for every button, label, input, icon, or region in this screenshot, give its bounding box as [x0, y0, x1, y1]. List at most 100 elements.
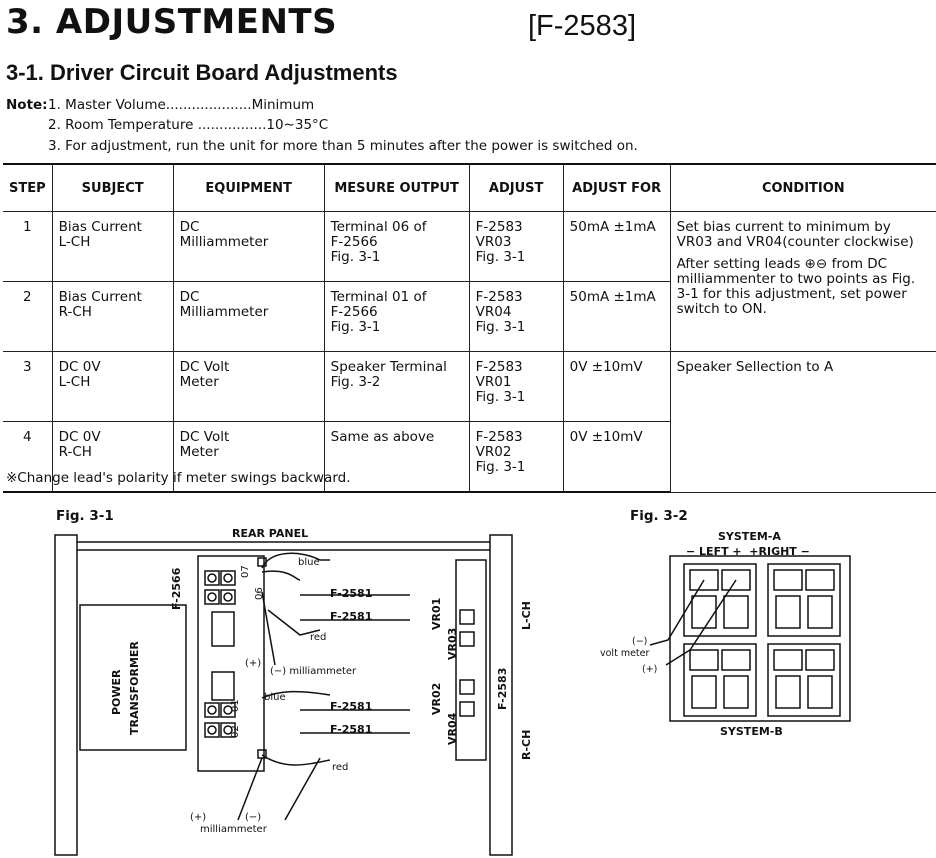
cell-text: F-2566 [330, 234, 378, 250]
cell-text: R-CH [58, 444, 92, 460]
cell-text: Fig. 3-1 [475, 389, 526, 405]
figure-label: Fig. 3-2 [630, 508, 688, 524]
cell-text: Meter [179, 444, 219, 460]
cell-text: Fig. 3-1 [330, 319, 381, 335]
board-label: F-2566 [170, 567, 183, 610]
board-label: F-2581 [330, 610, 372, 623]
wire-label: blue [264, 692, 286, 703]
cell-text: VR04 [475, 304, 512, 320]
polarity-label: (+) [245, 658, 261, 669]
cell-text: VR03 [475, 234, 512, 250]
step-cell: 1 [3, 211, 53, 282]
meter-label: volt meter [600, 648, 649, 659]
cell-text: L-CH [58, 374, 91, 390]
system-a-label: SYSTEM-A [718, 530, 781, 543]
power-transformer [79, 604, 187, 751]
cell-text: DC [179, 219, 200, 235]
terminal-label: 02 [230, 725, 241, 738]
wire-label: blue [298, 557, 320, 568]
wire-red [261, 754, 331, 766]
board-label: F-2581 [330, 723, 372, 736]
note-label: Note: [6, 97, 48, 113]
chassis-left-wall [54, 534, 78, 856]
adjust-for-cell: 0V ±10mV [562, 421, 671, 493]
condition-cell: Speaker Sellection to A [669, 351, 936, 493]
cell-text: Terminal 01 of [330, 289, 427, 305]
cell-text: Meter [179, 374, 219, 390]
column-header: ADJUST FOR [562, 163, 671, 212]
model-code: [F-2583] [528, 10, 636, 42]
section-title: 3-1. Driver Circuit Board Adjustments [6, 60, 398, 85]
fig-3-2-diagram: SYSTEM-A − LEFT + +RIGHT − SYSTEM-B (−) … [600, 530, 851, 738]
condition-cell: Set bias current to minimum by VR03 and … [669, 211, 936, 352]
table-header-row: STEP SUBJECT EQUIPMENT MESURE OUTPUT ADJ… [3, 163, 936, 212]
chassis-right-wall [489, 534, 513, 856]
polarity-label: (+) [190, 812, 206, 823]
cell-text: DC [179, 289, 200, 305]
transformer-label: POWER [110, 669, 123, 715]
terminal-label: 06 [254, 587, 265, 600]
column-header: EQUIPMENT [172, 163, 325, 212]
speaker-terminal-panel [669, 555, 851, 722]
cell-text: Fig. 3-1 [475, 319, 526, 335]
condition-text: Set bias current to minimum by VR03 and … [676, 219, 914, 250]
polarity-label: (−) [632, 636, 647, 647]
footnote: ※Change lead's polarity if meter swings … [6, 470, 351, 486]
board-label: F-2581 [330, 587, 372, 600]
cell-text: F-2583 [475, 429, 523, 445]
vr-label: VR04 [446, 712, 459, 745]
channel-polarity-label: − LEFT + +RIGHT − [686, 545, 810, 558]
polarity-label: (−) [245, 812, 261, 823]
lead-plus [237, 757, 263, 821]
adjustment-table: STEP SUBJECT EQUIPMENT MESURE OUTPUT ADJ… [3, 163, 936, 493]
lead-minus [284, 757, 321, 821]
vr-label: VR03 [446, 628, 459, 660]
cell-text: VR01 [475, 374, 512, 390]
board-f2566 [197, 555, 265, 772]
cell-text: DC Volt [179, 359, 230, 375]
condition-text: After setting leads ⊕⊖ from DC milliamme… [676, 256, 916, 317]
cell-text: F-2583 [475, 219, 523, 235]
cell-text: Bias Current [58, 219, 142, 235]
figure-label: Fig. 3-1 [56, 508, 114, 524]
wire-blue [261, 552, 330, 569]
terminal-label: 07 [240, 565, 251, 578]
transformer-label: TRANSFORMER [128, 641, 141, 735]
cell-text: Fig. 3-1 [475, 249, 526, 265]
terminal-group-a [683, 563, 841, 637]
cell-text: Bias Current [58, 289, 142, 305]
system-b-label: SYSTEM-B [720, 725, 783, 738]
channel-label: L-CH [520, 601, 533, 630]
meter-label: milliammeter [200, 824, 268, 835]
board-f2583 [455, 559, 487, 761]
probe-plus [665, 579, 737, 666]
channel-label: R-CH [520, 730, 533, 760]
cell-text: Fig. 3-2 [330, 374, 381, 390]
terminal-label: 01 [230, 699, 241, 712]
step-cell: 4 [3, 421, 53, 493]
cell-text: Fig. 3-1 [475, 459, 526, 475]
note-item: 2. Room Temperature ................10∼3… [48, 117, 329, 133]
cell-text: DC 0V [58, 359, 101, 375]
cell-text: Milliammeter [179, 234, 269, 250]
cell-text: Fig. 3-1 [330, 249, 381, 265]
cell-text: Same as above [330, 429, 435, 445]
wire-blue [261, 690, 331, 699]
column-header: MESURE OUTPUT [323, 163, 470, 212]
cell-text: R-CH [58, 304, 92, 320]
terminal-group-b [683, 643, 841, 717]
wire-label: red [332, 762, 348, 773]
condition-text: Speaker Sellection to A [676, 359, 834, 375]
vr-label: VR02 [430, 683, 443, 715]
column-header: STEP [3, 163, 53, 212]
cell-text: DC 0V [58, 429, 101, 445]
